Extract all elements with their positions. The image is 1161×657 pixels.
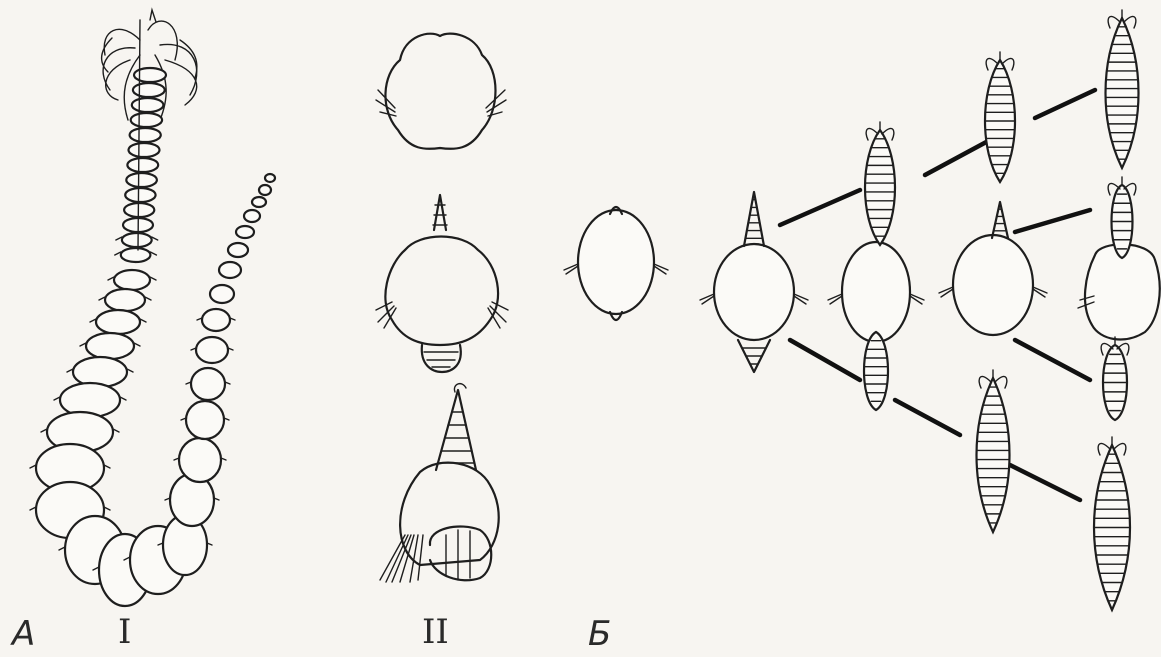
chain-segment bbox=[131, 113, 162, 127]
branch-segment bbox=[202, 309, 230, 331]
body-seta bbox=[794, 294, 808, 304]
body-seta bbox=[564, 264, 578, 274]
chain-segment bbox=[96, 310, 140, 334]
branch-segment bbox=[179, 438, 221, 482]
body-seta bbox=[910, 294, 924, 304]
zooid-body-4 bbox=[953, 235, 1033, 335]
branch-segment bbox=[252, 197, 266, 207]
zooid-body-3 bbox=[842, 242, 910, 342]
chain-segment bbox=[129, 143, 160, 157]
chain-segment bbox=[122, 233, 152, 247]
branch-segment bbox=[265, 174, 275, 182]
zooid-body-2 bbox=[714, 244, 794, 340]
chain-segment bbox=[114, 270, 150, 290]
branch-segment bbox=[196, 337, 228, 363]
stage-II-form-2 bbox=[376, 195, 508, 372]
chain-I-illustration bbox=[30, 10, 275, 606]
panel-label-a: A bbox=[12, 617, 35, 651]
branch-segment bbox=[210, 285, 234, 303]
chain-segment bbox=[126, 173, 157, 187]
body-seta bbox=[939, 287, 953, 297]
chain-segment bbox=[86, 333, 134, 359]
chain-segment bbox=[125, 188, 155, 202]
zooid-spindle-3b bbox=[864, 332, 888, 410]
chain-segment bbox=[105, 289, 145, 311]
branch-segment bbox=[236, 226, 254, 238]
stage-II-illustration bbox=[376, 34, 508, 582]
panel-B-illustration bbox=[564, 10, 1160, 610]
zooid-spindle-5a bbox=[1106, 18, 1139, 168]
chain-segment bbox=[73, 357, 127, 387]
body-seta bbox=[700, 294, 714, 304]
chain-segment bbox=[130, 128, 161, 142]
body-seta bbox=[828, 294, 842, 304]
zooid-cone-4 bbox=[992, 202, 1008, 238]
branch-segment bbox=[228, 243, 248, 257]
panel-label-b: Б bbox=[588, 617, 611, 651]
stage-label-I: I bbox=[118, 615, 131, 649]
branch-segment bbox=[191, 368, 225, 400]
stage-II-form-3 bbox=[380, 384, 499, 582]
branch-segment bbox=[219, 262, 241, 278]
branch-segment bbox=[186, 401, 224, 439]
chain-segment bbox=[127, 158, 158, 172]
stage-II-form-1 bbox=[376, 34, 506, 149]
chain-I-side-branch bbox=[158, 174, 275, 575]
lineage-connectors bbox=[780, 90, 1095, 500]
stage-label-II: II bbox=[422, 615, 449, 649]
body-seta bbox=[654, 264, 668, 274]
branch-segment bbox=[259, 185, 271, 195]
body-seta bbox=[1033, 287, 1047, 297]
chain-segment bbox=[124, 203, 154, 217]
zooid-spindle-4b bbox=[977, 378, 1010, 532]
zooid-body-1 bbox=[578, 210, 654, 314]
chain-I-segments bbox=[30, 20, 192, 606]
chain-segment bbox=[133, 83, 165, 97]
chain-segment bbox=[132, 98, 164, 112]
chain-segment bbox=[121, 248, 151, 262]
branch-segment bbox=[244, 210, 260, 222]
